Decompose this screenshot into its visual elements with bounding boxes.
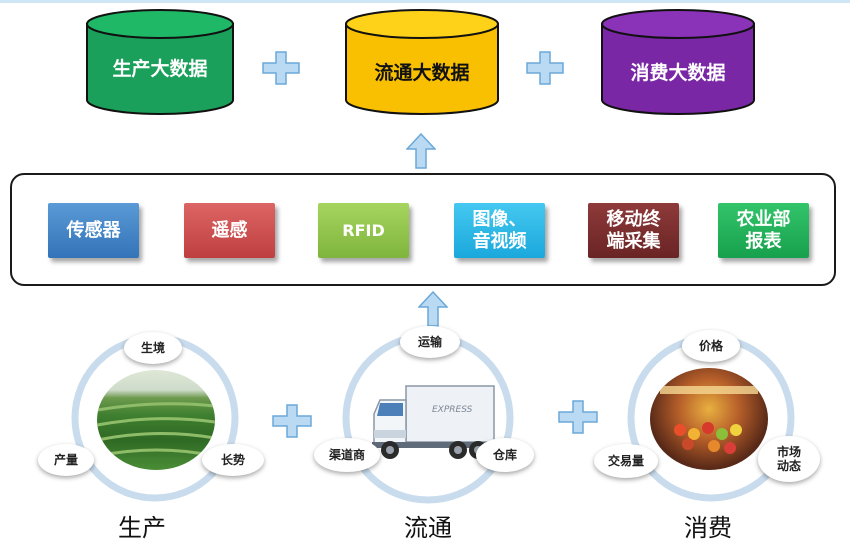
source-label: RFID: [342, 220, 385, 240]
cylinder-label: 生产大数据: [112, 58, 208, 80]
stage-title-consumption: 消费: [684, 514, 732, 542]
production-big-data-cylinder: 生产大数据: [85, 8, 235, 116]
cylinder-label: 消费大数据: [630, 62, 726, 84]
up-arrow-icon: [418, 291, 448, 327]
cylinder-shape: [601, 9, 755, 115]
source-image-video: 图像、 音视频: [454, 203, 545, 258]
tag-line2: 动态: [776, 459, 801, 473]
tag-yield: 产量: [38, 444, 94, 476]
stage-title-circulation: 流通: [404, 514, 452, 542]
stage-title-production: 生产: [118, 514, 166, 542]
source-ministry-report: 农业部 报表: [718, 203, 809, 258]
tag-line1: 市场: [776, 445, 801, 459]
source-remote-sensing: 遥感: [184, 203, 275, 258]
tag-price: 价格: [682, 330, 740, 362]
consumption-stage-ring: 价格 交易量 市场 动态: [594, 330, 828, 510]
plus-icon: [558, 400, 598, 434]
circulation-stage-ring: EXPRESS 运输 渠道商 仓库: [314, 326, 534, 510]
cylinder-label: 流通大数据: [374, 62, 470, 84]
circulation-big-data-cylinder: 流通大数据: [344, 8, 500, 116]
tag-habitat: 生境: [124, 332, 182, 364]
tag-trading-volume: 交易量: [594, 444, 658, 478]
production-stage-ring: 生境 产量 长势: [38, 330, 264, 510]
source-label: 遥感: [211, 219, 248, 241]
market-stall: [660, 386, 758, 454]
plus-icon: [262, 51, 300, 85]
source-rfid: RFID: [318, 203, 409, 258]
tag-transport: 运输: [400, 326, 460, 358]
up-arrow-icon: [406, 133, 436, 169]
source-sensor: 传感器: [48, 203, 139, 258]
source-mobile-terminal: 移动终 端采集: [588, 203, 679, 258]
source-label: 传感器: [66, 219, 121, 241]
plus-icon: [526, 51, 564, 85]
source-label-line2: 报表: [745, 230, 782, 252]
tag-distributor: 渠道商: [314, 438, 380, 472]
source-label-line1: 农业部: [736, 208, 791, 230]
top-border: [0, 0, 850, 3]
source-label-line2: 端采集: [606, 230, 661, 252]
field-rows: [97, 402, 215, 458]
tag-market-dynamics: 市场 动态: [758, 436, 820, 482]
consumption-big-data-cylinder: 消费大数据: [600, 8, 756, 116]
source-label-line1: 移动终: [606, 208, 661, 230]
source-label-line2: 音视频: [472, 230, 527, 252]
source-label-line1: 图像、: [472, 208, 527, 230]
tag-warehouse: 仓库: [476, 438, 534, 472]
plus-icon: [272, 404, 312, 438]
cylinder-shape: [86, 9, 234, 115]
market-photo: [650, 368, 768, 470]
crop-field-photo: [97, 370, 215, 470]
truck-icon: EXPRESS: [372, 385, 495, 459]
truck-text: EXPRESS: [432, 405, 473, 415]
tag-growth: 长势: [202, 444, 264, 476]
data-sources-panel: 传感器 遥感 RFID 图像、 音视频 移动终 端采集 农业部 报表: [10, 173, 836, 286]
cylinder-shape: [345, 9, 499, 115]
